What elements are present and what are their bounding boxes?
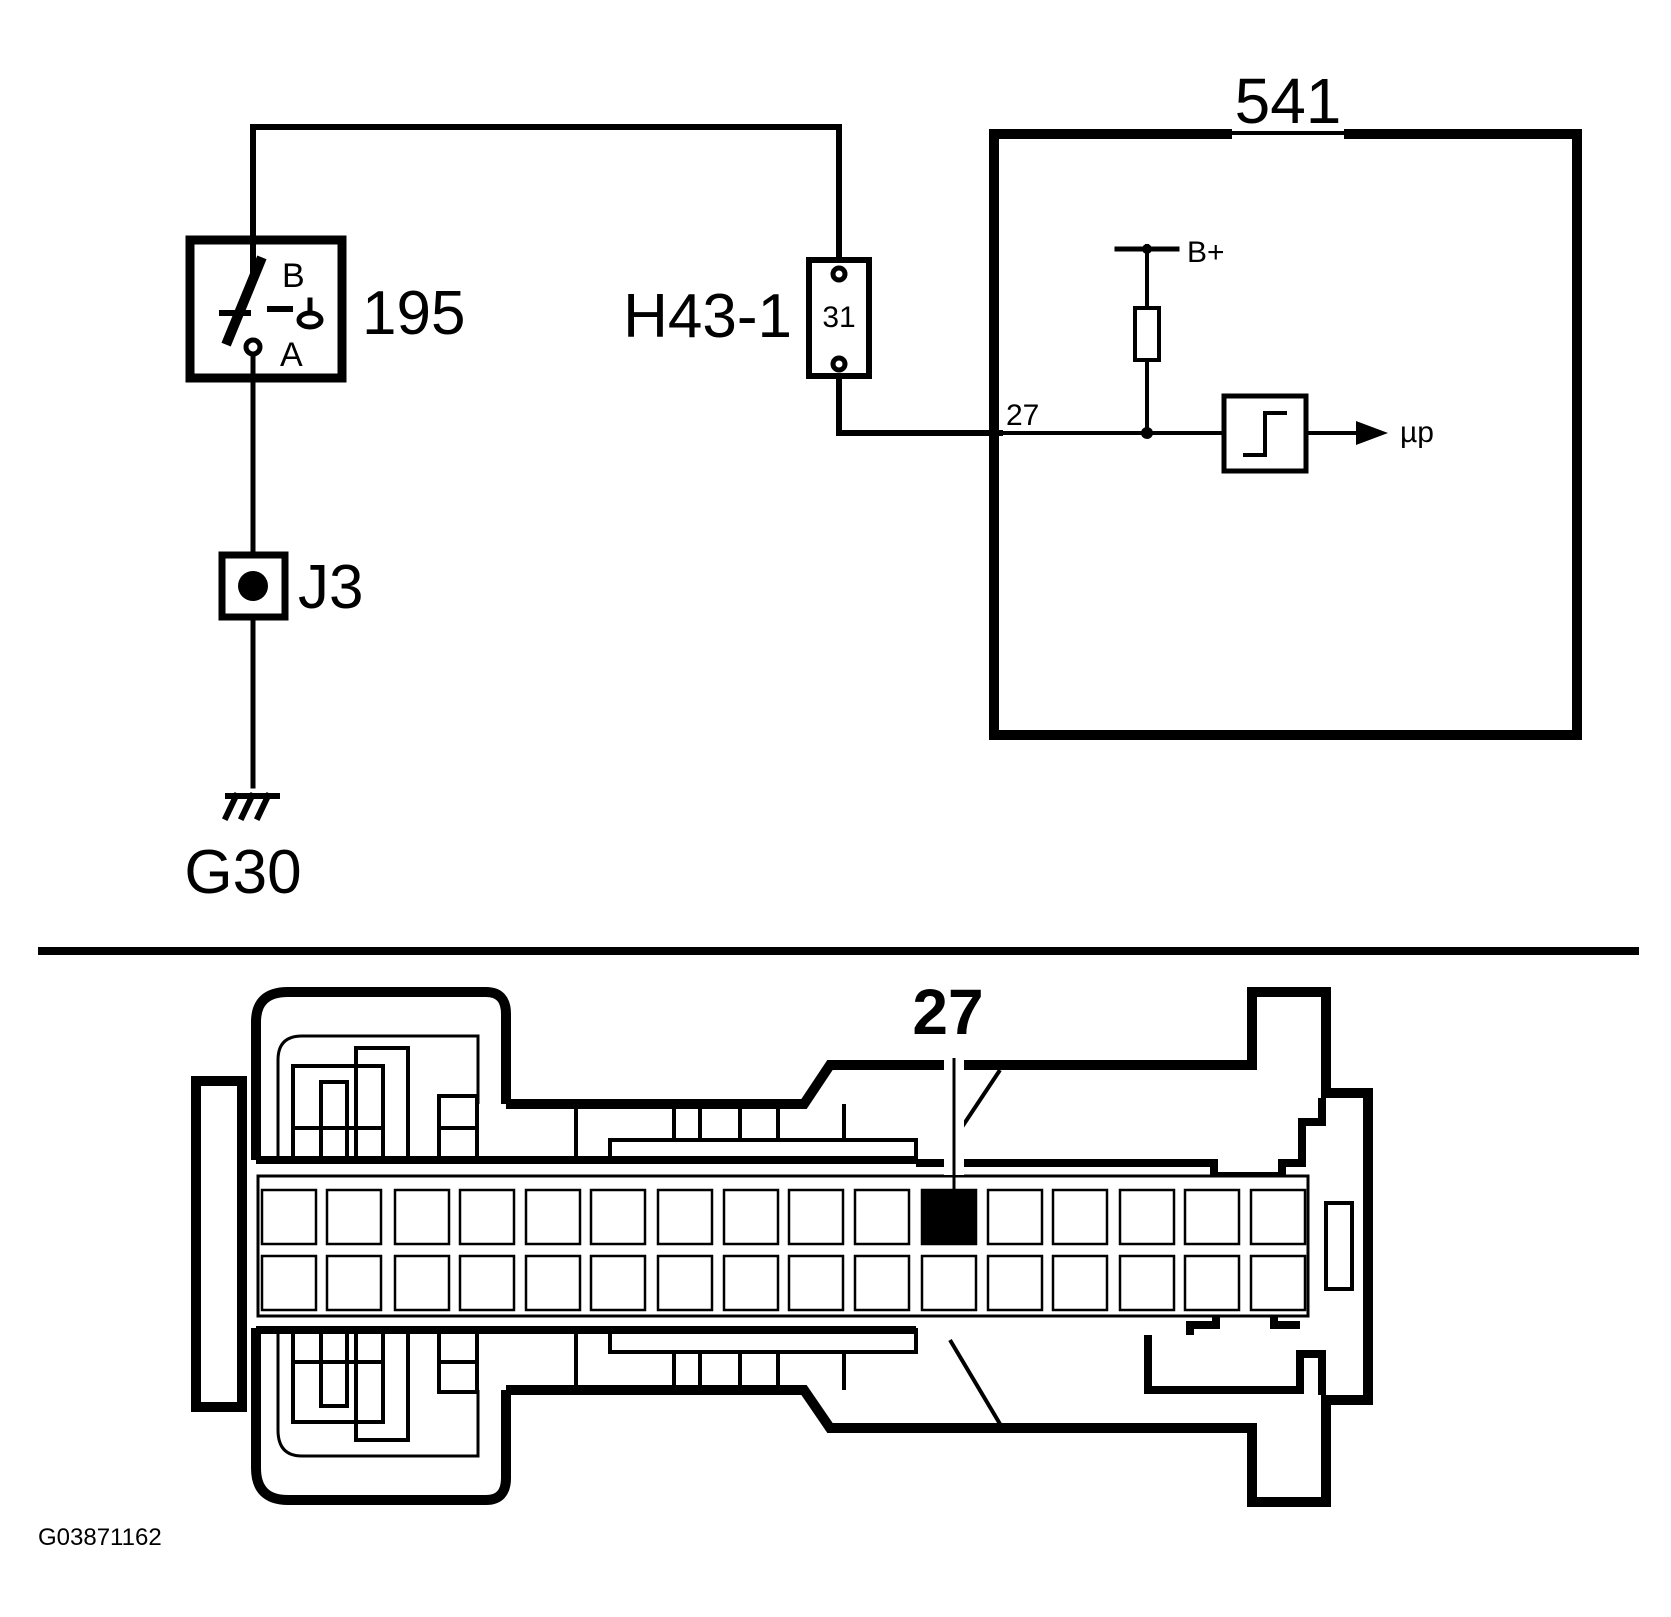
clip-housing-outline-lower bbox=[251, 1328, 511, 1505]
pin-cavity bbox=[1249, 1254, 1307, 1312]
pin-cavity bbox=[722, 1254, 780, 1312]
ground-g30-icon bbox=[222, 792, 280, 821]
supply-label: B+ bbox=[1187, 236, 1225, 269]
connector-h43-pin-top bbox=[830, 265, 848, 283]
switch-195-housing bbox=[185, 235, 347, 383]
pin-cavity bbox=[1118, 1188, 1176, 1246]
pin-cavity bbox=[524, 1188, 582, 1246]
pin-cavity bbox=[393, 1188, 451, 1246]
pin-cavity bbox=[325, 1188, 383, 1246]
pin-cavity bbox=[1183, 1188, 1241, 1246]
wire-switch-to-h43 bbox=[250, 124, 842, 273]
splice-j3-dot bbox=[238, 571, 268, 601]
pin-cavity bbox=[656, 1188, 714, 1246]
switch-mount-icon bbox=[296, 310, 324, 330]
clip-housing-outline bbox=[251, 987, 511, 1160]
connector-h43-label: H43-1 bbox=[623, 282, 792, 351]
pin-cavity bbox=[393, 1254, 451, 1312]
clip-detail-upper bbox=[291, 1046, 479, 1162]
pin-cavity-highlighted bbox=[920, 1188, 978, 1246]
pin-27-callout: 27 bbox=[912, 976, 983, 1048]
clip-detail-lower bbox=[291, 1326, 479, 1442]
supply-node bbox=[1142, 244, 1152, 254]
lower-ribs bbox=[574, 1328, 1002, 1426]
left-end-plate bbox=[191, 1076, 247, 1412]
module-541 bbox=[989, 126, 1582, 740]
pin-cavity bbox=[589, 1188, 647, 1246]
switch-terminal-a bbox=[243, 337, 263, 357]
pin-cavity bbox=[260, 1188, 318, 1246]
pin-cavity bbox=[1249, 1188, 1307, 1246]
pin-cavity bbox=[325, 1254, 383, 1312]
clip-inner-outline-lower bbox=[276, 1328, 480, 1458]
ground-g30-label: G30 bbox=[184, 838, 301, 907]
splice-j3 bbox=[218, 551, 289, 621]
housing-upper-edge bbox=[506, 987, 1373, 1380]
module-541-label: 541 bbox=[1235, 65, 1342, 137]
pin-cavity bbox=[986, 1254, 1044, 1312]
pin-cavity bbox=[458, 1188, 516, 1246]
pin-cavity bbox=[589, 1254, 647, 1312]
output-arrow-icon bbox=[1356, 421, 1388, 445]
splice-j3-label: J3 bbox=[298, 553, 363, 622]
right-latch-lower bbox=[1144, 1335, 1326, 1395]
housing-lower-edge bbox=[506, 1380, 1373, 1507]
pin-cavity bbox=[722, 1188, 780, 1246]
pin-cavity bbox=[1051, 1254, 1109, 1312]
switch-195 bbox=[185, 235, 347, 383]
output-label: µp bbox=[1400, 416, 1434, 449]
pin-cavity bbox=[853, 1254, 911, 1312]
pin-cavity bbox=[1183, 1254, 1241, 1312]
upper-ribs bbox=[574, 1068, 1002, 1162]
schmitt-trigger-icon bbox=[1243, 411, 1287, 457]
switch-195-label: 195 bbox=[362, 279, 465, 348]
module-541-pin-label: 27 bbox=[1006, 399, 1039, 432]
schematic-labels: 541 27 B+ µp 195 B A H43-1 31 J3 G30 bbox=[184, 65, 1434, 907]
connector-h43-pin-bottom bbox=[830, 355, 848, 373]
pin-cavity bbox=[524, 1254, 582, 1312]
pin-cavity bbox=[853, 1188, 911, 1246]
connector-h43-pin-label: 31 bbox=[822, 301, 855, 334]
clip-inner-outline bbox=[276, 1034, 480, 1160]
signal-junction bbox=[1141, 427, 1153, 439]
pin-grid bbox=[260, 1188, 1307, 1312]
right-latch-upper bbox=[916, 1098, 1326, 1180]
pull-up-resistor bbox=[1133, 306, 1161, 362]
schematic bbox=[185, 124, 1582, 821]
pin-cavity bbox=[1118, 1254, 1176, 1312]
wire-h43-to-541 bbox=[836, 362, 1003, 436]
switch-terminal-a-label: A bbox=[280, 336, 303, 374]
connector-face bbox=[191, 987, 1373, 1507]
image-id: G03871162 bbox=[38, 1524, 162, 1551]
connector-h43 bbox=[806, 257, 872, 379]
pin-cavity bbox=[656, 1254, 714, 1312]
pin-cavity bbox=[260, 1254, 318, 1312]
switch-blade bbox=[221, 255, 267, 347]
pin-cavity bbox=[986, 1188, 1044, 1246]
pin-cavity bbox=[787, 1254, 845, 1312]
pin-cavity bbox=[1051, 1188, 1109, 1246]
right-latch-tab bbox=[1324, 1201, 1354, 1291]
pin-cavity bbox=[458, 1254, 516, 1312]
pin-cavity bbox=[787, 1188, 845, 1246]
switch-terminal-b-label: B bbox=[282, 257, 305, 295]
pin-cavity bbox=[920, 1254, 978, 1312]
